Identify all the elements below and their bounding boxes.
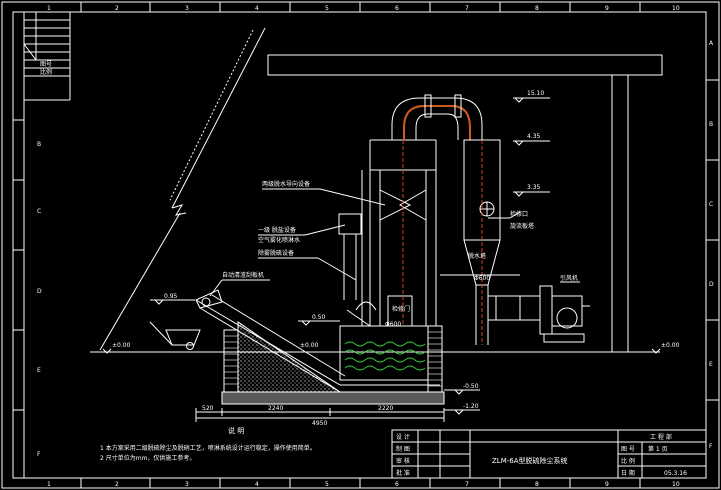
row-label: E <box>37 367 41 374</box>
col-label: 1 <box>47 5 51 12</box>
title-block <box>391 429 707 479</box>
notes-line-1: 1 本方案采用二级脱硫除尘及脱硝工艺，喷淋系统设计运行稳定，操作使用简单。 <box>100 444 316 452</box>
title-cell: 第 1 页 <box>648 445 668 453</box>
col-label: 6 <box>395 5 399 12</box>
title-cell: 审 核 <box>396 457 410 465</box>
title-cell: 05.3.16 <box>664 470 687 477</box>
col-label: 7 <box>465 481 469 488</box>
fan-icon <box>539 285 590 343</box>
dimension: 4950 <box>312 420 327 427</box>
row-label: D <box>709 281 714 288</box>
inner-frame <box>12 11 707 479</box>
label-spray: 空气雾化喷淋水 <box>258 236 300 244</box>
label-scraper: 自动清渣刮板机 <box>222 271 264 279</box>
dimension: 520 <box>202 405 214 412</box>
title-cell: 图 号 <box>621 446 635 453</box>
wheelbarrow-icon <box>149 321 201 350</box>
building-outline <box>90 27 663 353</box>
water-tank <box>339 325 429 381</box>
elevation: -1.20 <box>463 403 479 410</box>
col-label: 7 <box>465 5 469 12</box>
row-label: D <box>37 288 42 295</box>
col-label: 10 <box>672 481 680 488</box>
corner-cell: 比例 <box>40 68 52 76</box>
label-fan: 引风机 <box>560 274 578 282</box>
label-demister: 两级脱水导向设备 <box>262 180 310 188</box>
col-label: 10 <box>672 5 680 12</box>
col-label: 8 <box>535 5 539 12</box>
title-cell: 比 例 <box>621 457 635 465</box>
elevation: 15.10 <box>527 90 544 97</box>
elevation: 4.35 <box>527 133 541 140</box>
col-label: 4 <box>255 481 259 488</box>
col-label: 4 <box>255 5 259 12</box>
row-label: B <box>709 121 713 128</box>
label-tower: 脱水塔 <box>468 252 486 260</box>
notes-line-2: 2 尺寸单位为mm，仅供施工参考。 <box>100 454 195 462</box>
elevation: ±0.00 <box>112 342 131 349</box>
elevation: -0.50 <box>463 383 479 390</box>
top-grid-ruler: 1 2 3 4 5 6 7 8 9 10 <box>47 2 680 12</box>
row-label: E <box>709 361 713 368</box>
col-label: 6 <box>395 481 399 488</box>
col-label: 3 <box>185 481 189 488</box>
title-cell: 工 程 部 <box>650 433 672 441</box>
elevation-markers <box>102 97 661 415</box>
elevation: ±0.00 <box>661 342 680 349</box>
col-label: 2 <box>115 481 119 488</box>
title-cell: 设 计 <box>396 433 410 441</box>
elevation: 0.95 <box>164 293 178 300</box>
col-label: 2 <box>115 5 119 12</box>
dimension: Φ600 <box>385 321 401 328</box>
row-label: C <box>709 201 713 208</box>
notes-title: 说 明 <box>228 426 244 435</box>
slag-pile <box>237 321 342 393</box>
fan-duct <box>487 295 541 321</box>
elevation: ±0.00 <box>300 342 319 349</box>
dimension-lines <box>195 274 520 422</box>
left-side-table: 图号 比例 B C D E F <box>12 12 71 478</box>
col-label: 5 <box>325 5 329 12</box>
col-label: 9 <box>605 481 609 488</box>
col-label: 8 <box>535 481 539 488</box>
row-label: F <box>37 451 41 458</box>
corner-cell: 图号 <box>40 61 52 68</box>
spray-frame <box>338 170 377 327</box>
col-label: 1 <box>47 481 51 488</box>
elevation: 0.50 <box>312 314 326 321</box>
title-cell: 日 期 <box>621 469 635 477</box>
row-label: C <box>37 208 41 215</box>
title-cell: 制 图 <box>396 445 410 453</box>
row-label: A <box>709 40 714 47</box>
label-inspect: 检修口 <box>510 210 528 218</box>
drawing-title: ZLM-6A型脱硫除尘系统 <box>492 456 568 465</box>
bottom-grid-ruler: 1 2 3 4 5 6 7 8 9 10 <box>47 478 680 488</box>
col-label: 5 <box>325 481 329 488</box>
duct-pipe <box>391 94 483 140</box>
row-label: F <box>709 443 713 450</box>
col-label: 9 <box>605 5 609 12</box>
dimension: 2240 <box>268 405 283 412</box>
col-label: 3 <box>185 5 189 12</box>
row-label: B <box>37 141 41 148</box>
leader-lines <box>209 188 580 297</box>
label-stage1: 一级 脱盐设备 <box>258 226 296 234</box>
dimension: Φ600 <box>474 275 490 282</box>
right-side-ruler: A B C D E F <box>706 40 719 450</box>
label-door: 检修门 <box>392 305 410 313</box>
label-desulf: 除雾脱硫设备 <box>258 249 294 257</box>
label-plate: 旋流板塔 <box>510 222 534 230</box>
elevation: 3.35 <box>527 184 541 191</box>
title-cell: 批 准 <box>396 469 410 477</box>
dimension: 2220 <box>378 405 393 412</box>
scraper-conveyor <box>195 289 440 393</box>
